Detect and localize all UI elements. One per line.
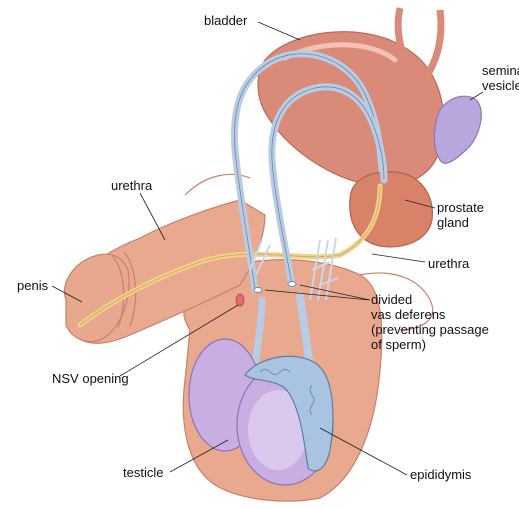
leader-bladder <box>258 22 300 40</box>
label-penis: penis <box>17 278 48 293</box>
label-urethra-right: urethra <box>428 256 469 271</box>
label-seminal-vesicle: seminal vesicle <box>482 63 519 93</box>
label-nsv-opening: NSV opening <box>52 371 129 386</box>
label-urethra-upper: urethra <box>111 178 152 193</box>
label-epididymis: epididymis <box>410 467 471 482</box>
label-bladder: bladder <box>204 13 247 28</box>
leader-urethra-right <box>372 254 425 262</box>
label-prostate-gland: prostate gland <box>437 200 484 230</box>
label-testicle: testicle <box>123 465 163 480</box>
leader-seminal <box>470 92 483 100</box>
nsv-opening <box>236 294 244 306</box>
label-divided-vas-deferens: divided vas deferens (preventing passage… <box>371 292 489 352</box>
vas-cut-end-right <box>288 282 296 287</box>
vas-cut-end-left <box>254 288 262 293</box>
